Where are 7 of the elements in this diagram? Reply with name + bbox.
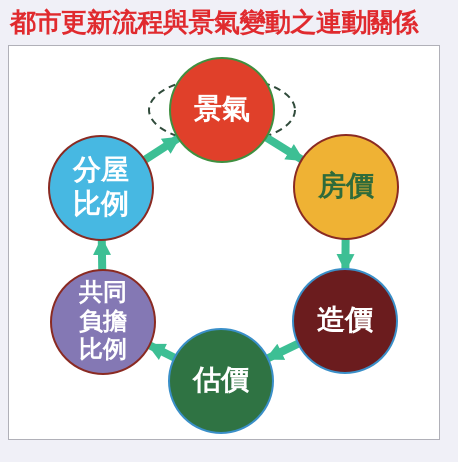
node-label: 估價 xyxy=(191,364,250,398)
title: 都市更新流程與景氣變動之連動關係 xyxy=(10,7,418,39)
node-label: 共同負擔比例 xyxy=(78,278,128,366)
node-label: 房價 xyxy=(316,170,375,204)
node-label: 造價 xyxy=(316,304,374,338)
node-label: 景氣 xyxy=(193,93,251,127)
node-label: 分屋比例 xyxy=(72,154,130,222)
